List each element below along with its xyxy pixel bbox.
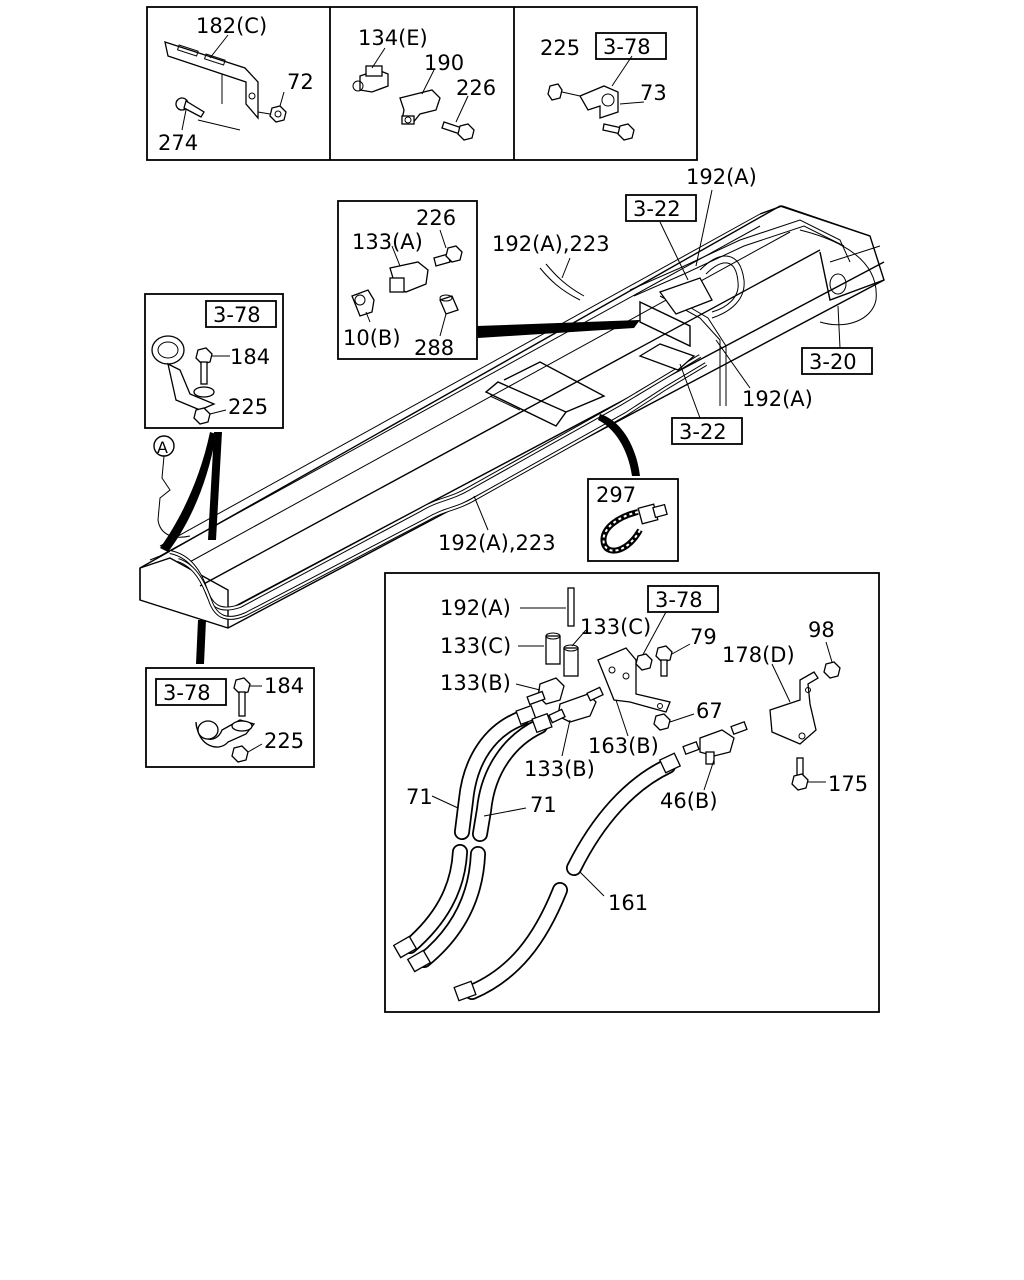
- bolt-226-box: [433, 245, 463, 267]
- label-274: 274: [158, 131, 198, 155]
- label-184-top: 184: [230, 345, 270, 369]
- label-133b-left: 133(B): [440, 671, 511, 695]
- bolt-73: [602, 123, 635, 141]
- tee-190: [399, 89, 441, 125]
- label-10b: 10(B): [343, 326, 401, 350]
- hose-161: [453, 752, 682, 1002]
- hose-71-right: [406, 712, 553, 973]
- bolt-175: [791, 757, 809, 791]
- callout-a-letter: A: [157, 438, 168, 457]
- band-297-detail: 297: [587, 478, 679, 562]
- clamp-p-top: [151, 335, 216, 411]
- ref-3-78-top: 3-78: [603, 35, 651, 59]
- label-71-right: 71: [530, 793, 557, 817]
- band-297: [600, 503, 668, 554]
- label-225-box-bottom: 225: [264, 729, 304, 753]
- label-133c-right: 133(C): [580, 615, 651, 639]
- label-288: 288: [414, 336, 454, 360]
- nut-67: [653, 713, 671, 731]
- label-192a-top: 192(A): [686, 165, 757, 189]
- label-192a-223-bottom: 192(A),223: [438, 531, 556, 555]
- tee-133b-lower: [548, 686, 604, 724]
- label-72: 72: [287, 70, 314, 94]
- label-71-left: 71: [406, 785, 433, 809]
- label-98: 98: [808, 618, 835, 642]
- bracket-73: [579, 85, 619, 119]
- bolt-184-bottom: [233, 677, 251, 717]
- pipe-192a-detail: 192(A): [440, 587, 575, 627]
- top-detail-strip: [146, 6, 698, 161]
- fittings-134e-detail: 134(E) 190 226: [352, 26, 496, 141]
- label-67: 67: [696, 699, 723, 723]
- label-192a-mid: 192(A): [742, 387, 813, 411]
- sleeve-133c-left: [545, 632, 561, 665]
- label-79: 79: [690, 625, 717, 649]
- tee-133b-upper: [526, 677, 565, 706]
- elbow-134e: [352, 65, 389, 93]
- label-175: 175: [828, 772, 868, 796]
- ref-3-78-detail: 3-78: [655, 588, 703, 612]
- frame-labels: 3-22 192(A) 192(A),223 3-20 192(A) 3-22 …: [438, 165, 873, 555]
- nut-225-top: [547, 83, 563, 101]
- label-192a-detail: 192(A): [440, 596, 511, 620]
- callout-a: A: [153, 435, 191, 538]
- label-192a-223-top: 192(A),223: [492, 232, 610, 256]
- label-163b: 163(B): [588, 734, 659, 758]
- label-182c: 182(C): [196, 14, 267, 38]
- tee-133a-detail: 226 133(A) 10(B) 288: [337, 200, 478, 360]
- bolt-274: [175, 97, 205, 118]
- clamp-73-detail: 225 3-78 73: [540, 32, 667, 141]
- ref-3-22-top: 3-22: [633, 197, 681, 221]
- nut-225-box-bottom: [231, 745, 249, 763]
- tee-46b: [682, 721, 748, 765]
- label-134e: 134(E): [358, 26, 428, 50]
- ref-3-78-left-top: 3-78: [213, 303, 261, 327]
- sleeve-133c-right: [563, 644, 579, 677]
- bolt-226-top: [441, 121, 475, 141]
- label-73: 73: [640, 81, 667, 105]
- label-133c-left: 133(C): [440, 634, 511, 658]
- label-133a: 133(A): [352, 230, 423, 254]
- bracket-178d: [769, 671, 819, 745]
- label-178d: 178(D): [722, 643, 795, 667]
- label-225-box-top: 225: [228, 395, 268, 419]
- label-226-top: 226: [456, 76, 496, 100]
- sleeve-288: [439, 294, 459, 315]
- nut-79: [635, 653, 653, 671]
- label-297: 297: [596, 483, 636, 507]
- label-190: 190: [424, 51, 464, 75]
- elbow-10b: [351, 289, 375, 317]
- bolt-79: [655, 645, 673, 677]
- label-133b-bottom: 133(B): [524, 757, 595, 781]
- leader-wedges: [160, 320, 640, 664]
- bracket-182c-detail: 182(C) 72 274: [158, 14, 314, 155]
- nut-225-box-top: [193, 407, 211, 425]
- bolt-184-top: [195, 347, 213, 385]
- ref-3-22-bottom: 3-22: [679, 420, 727, 444]
- bracket-182c: [164, 41, 259, 120]
- ref-3-78-left-bottom: 3-78: [163, 681, 211, 705]
- label-226-box: 226: [416, 206, 456, 230]
- hose-71-left: [392, 704, 537, 959]
- clamp-184-detail-bottom: 3-78 184 225: [145, 667, 315, 768]
- nut-98: [823, 661, 841, 679]
- nut-72: [269, 105, 287, 123]
- ref-3-20: 3-20: [809, 350, 857, 374]
- label-184-bottom: 184: [264, 674, 304, 698]
- label-161: 161: [608, 891, 648, 915]
- fuel-pipes-192a-223: [169, 219, 851, 620]
- label-46b: 46(B): [660, 789, 718, 813]
- tee-133a: [389, 261, 429, 293]
- bracket-163b: [597, 647, 671, 713]
- clamp-184-detail-top: 3-78 184 225: [144, 293, 284, 429]
- hose-detail-box: 192(A) 133(C) 133(C) 133(B) 133(B): [384, 572, 880, 1013]
- label-225-top: 225: [540, 36, 580, 60]
